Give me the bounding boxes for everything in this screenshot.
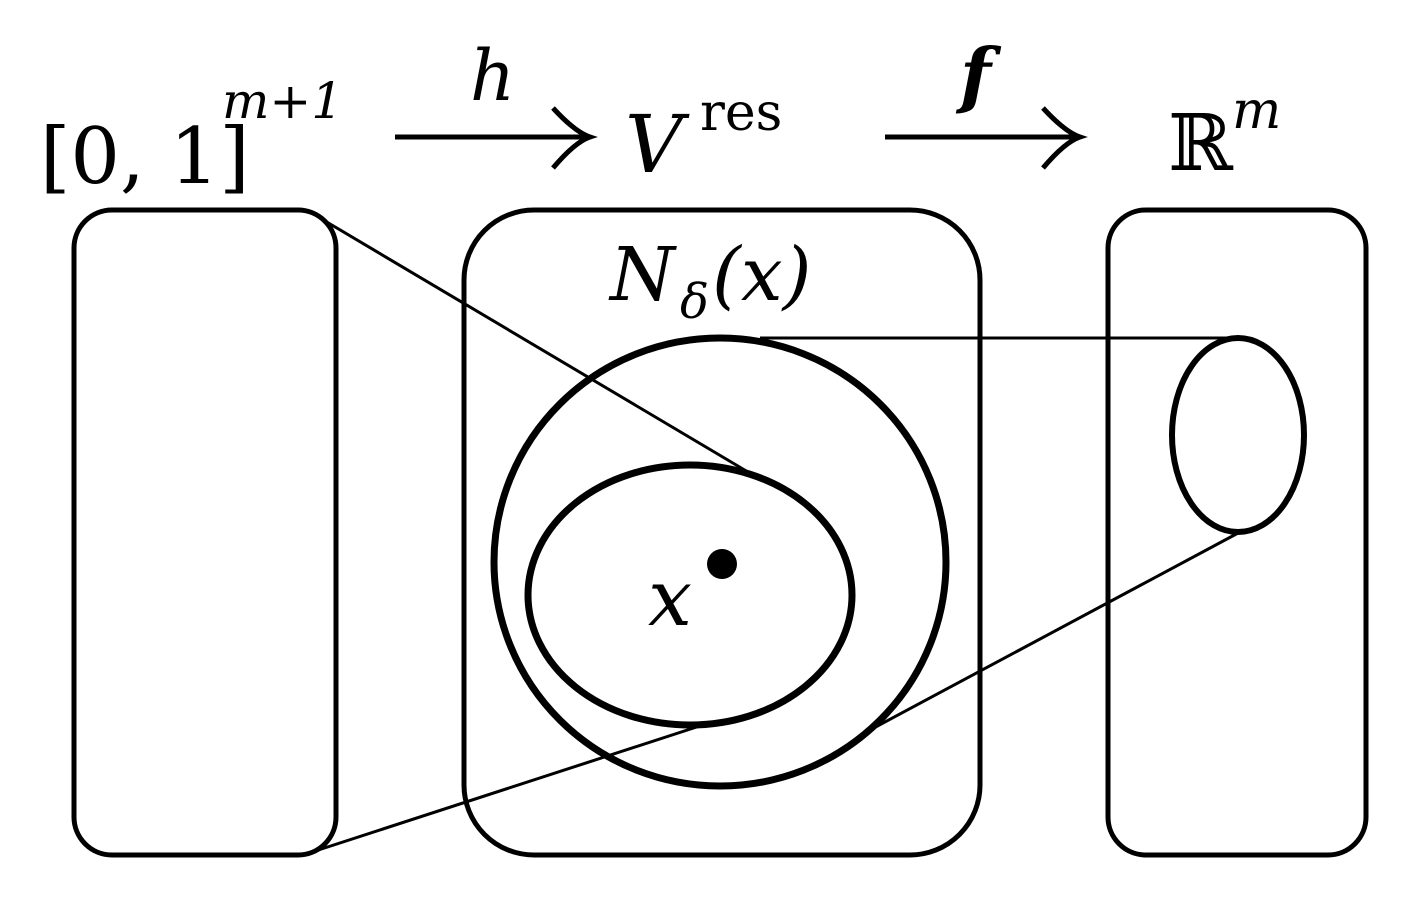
point-marker: [707, 549, 737, 579]
map-f-label: f: [955, 32, 1002, 117]
image-ellipse: [524, 461, 856, 729]
connector-bottom-right: [869, 530, 1241, 732]
map-h: h: [395, 35, 598, 170]
map-f: f: [885, 32, 1088, 170]
target-superscript: m: [1232, 81, 1281, 141]
target-box: [1105, 207, 1369, 858]
space-box: [461, 207, 983, 858]
domain-box: [71, 207, 339, 858]
neighborhood-label: N δ (x): [608, 232, 811, 330]
neighborhood-argument: (x): [712, 232, 811, 318]
target-ellipse: [1169, 335, 1307, 535]
target-label: ℝ m: [1168, 81, 1281, 189]
connector-top-left: [319, 216, 749, 474]
map-h-label: h: [470, 35, 515, 117]
neighborhood-circle: [490, 334, 950, 790]
domain-exponent: m+1: [222, 72, 343, 130]
domain-interval: [0, 1]: [40, 112, 250, 202]
connector-bottom-left: [305, 720, 713, 856]
arrow-f-head: [1041, 106, 1088, 170]
point-label: x: [648, 554, 692, 644]
space-base: V: [625, 98, 690, 191]
space-superscript: res: [700, 83, 782, 143]
space-label: V res: [625, 83, 782, 191]
domain-label: [0, 1] m+1: [40, 72, 343, 202]
neighborhood-subscript: δ: [680, 274, 709, 330]
neighborhood-base: N: [608, 232, 677, 318]
arrow-h-head: [551, 106, 598, 170]
target-base: ℝ: [1168, 99, 1234, 189]
